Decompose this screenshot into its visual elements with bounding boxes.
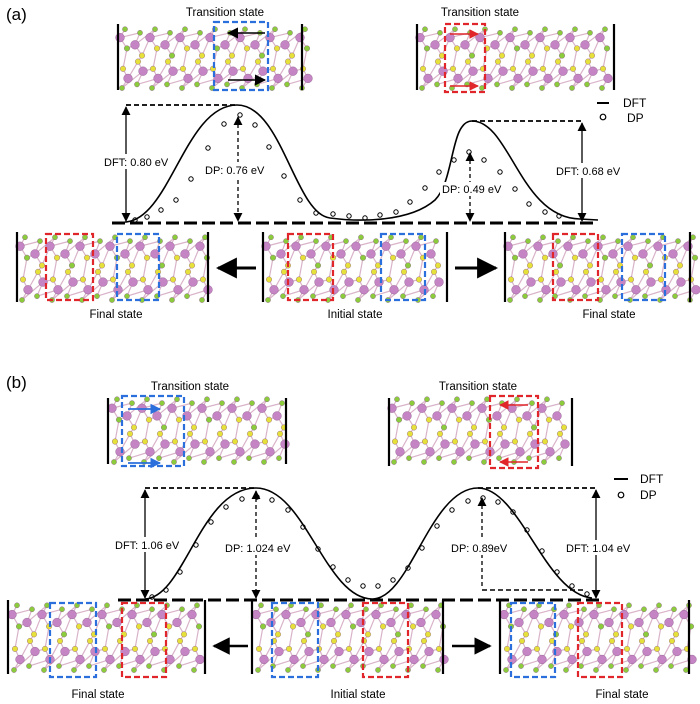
panel-a-final-right-blue-box bbox=[620, 232, 667, 302]
panel-b-final-right-red-box bbox=[576, 601, 624, 679]
panel-b-dp-right-label: DP: 0.89eV bbox=[451, 543, 508, 555]
panel-a-dft-curve bbox=[124, 104, 599, 223]
panel-b-ts-left-label: Transition state bbox=[151, 381, 229, 393]
panel-a-final-right-red-box bbox=[551, 232, 600, 302]
panel-a-ts-left-blue-box bbox=[212, 20, 270, 92]
panel-a-walls bbox=[15, 24, 692, 302]
panel-b-final-left-label: Final state bbox=[71, 689, 124, 701]
panel-a-final-right-label: Final state bbox=[582, 309, 635, 321]
panel-b-initial-blue-box bbox=[270, 601, 320, 679]
panel-b-final-left-red-box bbox=[120, 601, 168, 679]
panel-b-ts-right-red-box bbox=[488, 394, 540, 470]
panel-a-final-left-red-box bbox=[44, 232, 95, 302]
panel-a-dp-left-label: DP: 0.76 eV bbox=[205, 165, 265, 177]
panel-a-dft-right-label: DFT: 0.68 eV bbox=[556, 166, 621, 178]
panel-a-ts-right-red-box bbox=[443, 22, 487, 94]
panel-b-walls bbox=[6, 398, 691, 674]
panel-a-dp-points bbox=[132, 112, 562, 223]
panel-a-final-right-structure bbox=[503, 234, 700, 303]
panel-b-legend-dp-marker bbox=[617, 491, 625, 499]
panel-b-dft-right-label: DFT: 1.04 eV bbox=[566, 543, 631, 555]
panel-b-final-right-blue-box bbox=[509, 601, 557, 679]
panel-b-initial-label: Initial state bbox=[331, 689, 386, 701]
panel-b-dp-points bbox=[149, 494, 590, 600]
panel-a-final-left-blue-box bbox=[115, 232, 161, 302]
panel-b-dft-left-label: DFT: 1.06 eV bbox=[115, 540, 180, 552]
panel-b-initial-red-box bbox=[361, 601, 410, 679]
panel-b-ts-right-structure bbox=[387, 396, 570, 465]
panel-a-ts-left-structure bbox=[115, 26, 313, 91]
panel-b-final-right-structure bbox=[499, 602, 697, 673]
panel-a-initial-blue-box bbox=[379, 232, 427, 302]
panel-a-final-left-structure bbox=[15, 234, 213, 303]
panel-b-final-left-structure bbox=[7, 602, 205, 673]
panel-a-dp-right-label: DP: 0.49 eV bbox=[442, 184, 502, 196]
panel-b-label: (b) bbox=[6, 373, 27, 392]
panel-b-legend-dp-label: DP bbox=[640, 488, 657, 502]
panel-b-final-left-blue-box bbox=[48, 601, 98, 679]
panel-a-ts-right-label: Transition state bbox=[441, 7, 519, 19]
panel-b-legend-dft-label: DFT bbox=[640, 472, 664, 486]
panel-a-initial-red-box bbox=[286, 232, 335, 302]
panel-a: (a) Transition state Transition state bbox=[6, 5, 700, 321]
panel-a-dft-left-label: DFT: 0.80 eV bbox=[104, 157, 169, 169]
panel-b-final-right-label: Final state bbox=[595, 689, 648, 701]
panel-b-initial-structure bbox=[251, 602, 449, 673]
panel-b-dft-curve bbox=[144, 487, 593, 600]
panel-b-ts-left-structure bbox=[107, 396, 290, 465]
panel-b: (b) Transition state Transition state bbox=[6, 373, 697, 701]
panel-a-initial-label: Initial state bbox=[328, 309, 383, 321]
panel-a-ts-right-structure bbox=[415, 26, 613, 91]
panel-b-dp-left-label: DP: 1.024 eV bbox=[225, 543, 291, 555]
panel-a-label: (a) bbox=[6, 5, 27, 24]
panel-a-legend-dft-label: DFT bbox=[623, 96, 647, 110]
panel-a-legend-dp-label: DP bbox=[627, 111, 644, 125]
panel-b-ts-right-label: Transition state bbox=[439, 381, 517, 393]
panel-a-legend-dp-marker bbox=[599, 113, 607, 121]
panel-a-ts-left-label: Transition state bbox=[186, 7, 264, 19]
panel-a-final-left-label: Final state bbox=[89, 309, 142, 321]
